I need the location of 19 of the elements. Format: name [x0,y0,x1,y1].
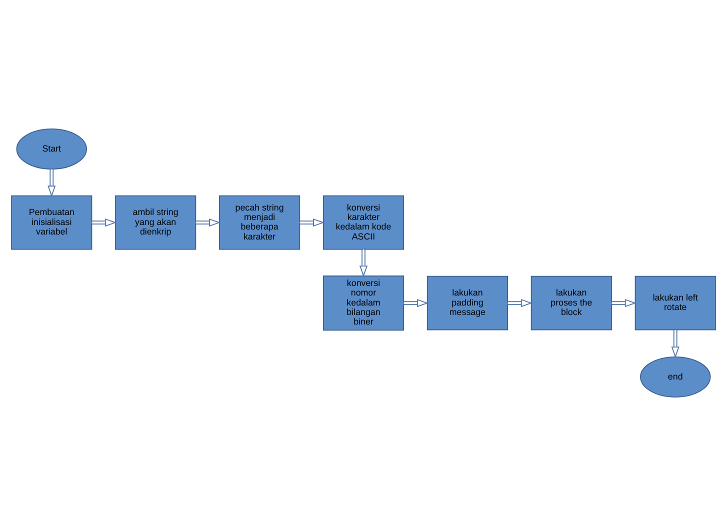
node-box: lakukan left rotate [634,275,716,330]
arrow [611,298,636,307]
arrow [299,218,325,226]
node-box: Pembuatan inisialisasi variabel [11,194,92,250]
arrow [359,248,368,277]
arrow [48,168,56,197]
node-box: konversi karakter kedalam kode ASCII [322,194,404,250]
node-box: konversi nomor kedalam bilangan biner [322,275,404,330]
node-box: ambil string yang akan dienkrip [115,194,196,250]
arrow [91,218,117,226]
node-box: lakukan proses the block [530,275,612,330]
node-box: lakukan padding message [426,275,508,330]
node-ellipse: Start [16,128,87,170]
node-box: pecah string menjadi beberapa karakter [219,194,300,250]
arrow [195,218,221,226]
node-ellipse: end [640,356,711,397]
arrow [507,298,533,307]
arrow [403,298,429,307]
arrow [671,329,680,358]
